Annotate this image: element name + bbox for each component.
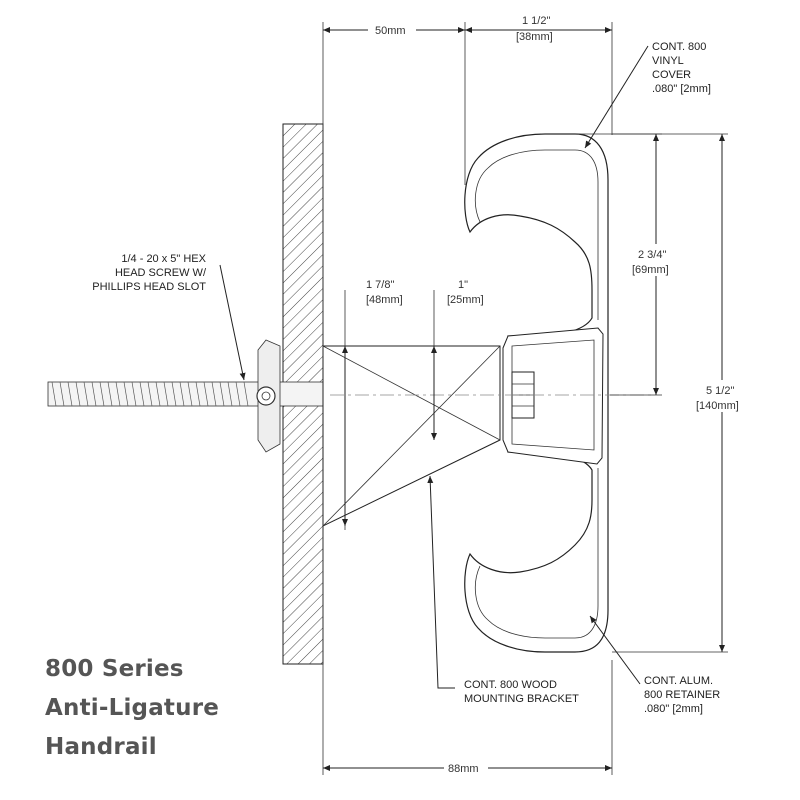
dim-bracket-height-in: 1 7/8" <box>366 279 394 291</box>
dim-bracket-inner-in: 1" <box>458 279 468 291</box>
title-line-2: Anti-Ligature <box>45 695 220 721</box>
callout-wood-bracket: CONT. 800 WOOD MOUNTING BRACKET <box>464 679 579 705</box>
title-line-1: 800 Series <box>45 656 184 682</box>
callout-screw-line3: PHILLIPS HEAD SLOT <box>92 281 206 293</box>
dimension-labels: 50mm 1 1/2" [38mm] 1 7/8" [48mm] 1" [25m… <box>366 15 750 775</box>
dim-inner-height-in: 2 3/4" <box>638 249 666 261</box>
callout-retainer-line1: CONT. ALUM. <box>644 675 713 687</box>
aluminum-retainer <box>502 327 604 465</box>
callout-vinyl-cover-line3: COVER <box>652 69 691 81</box>
dim-top-standoff: 50mm <box>375 25 406 37</box>
callout-screw-line2: HEAD SCREW W/ <box>115 267 207 279</box>
dim-top-width-in: 1 1/2" <box>522 15 550 27</box>
dim-overall-height-mm: [140mm] <box>696 400 739 412</box>
callout-retainer: CONT. ALUM. 800 RETAINER .080" [2mm] <box>644 675 720 715</box>
callout-wood-bracket-line2: MOUNTING BRACKET <box>464 693 579 705</box>
dim-overall-height-in: 5 1/2" <box>706 385 734 397</box>
callout-vinyl-cover: CONT. 800 VINYL COVER .080" [2mm] <box>652 41 711 95</box>
callout-screw-line1: 1/4 - 20 x 5" HEX <box>121 253 206 265</box>
dim-top-width-mm: [38mm] <box>516 31 553 43</box>
hex-head-screw <box>47 339 325 453</box>
dim-bracket-height-mm: [48mm] <box>366 294 403 306</box>
dim-overall-depth: 88mm <box>448 763 479 775</box>
callout-vinyl-cover-line1: CONT. 800 <box>652 41 706 53</box>
title-line-3: Handrail <box>45 734 157 760</box>
wood-mounting-bracket <box>322 345 501 527</box>
dim-bracket-inner-mm: [25mm] <box>447 294 484 306</box>
callout-vinyl-cover-line2: VINYL <box>652 55 684 67</box>
extension-lines <box>322 22 728 775</box>
callout-vinyl-cover-line4: .080" [2mm] <box>652 83 711 95</box>
callout-retainer-line2: 800 RETAINER <box>644 689 720 701</box>
callout-retainer-line3: .080" [2mm] <box>644 703 703 715</box>
callout-wood-bracket-line1: CONT. 800 WOOD <box>464 679 557 691</box>
leader-lines <box>219 45 649 689</box>
dim-inner-height-mm: [69mm] <box>632 264 669 276</box>
callout-screw: 1/4 - 20 x 5" HEX HEAD SCREW W/ PHILLIPS… <box>92 253 207 293</box>
